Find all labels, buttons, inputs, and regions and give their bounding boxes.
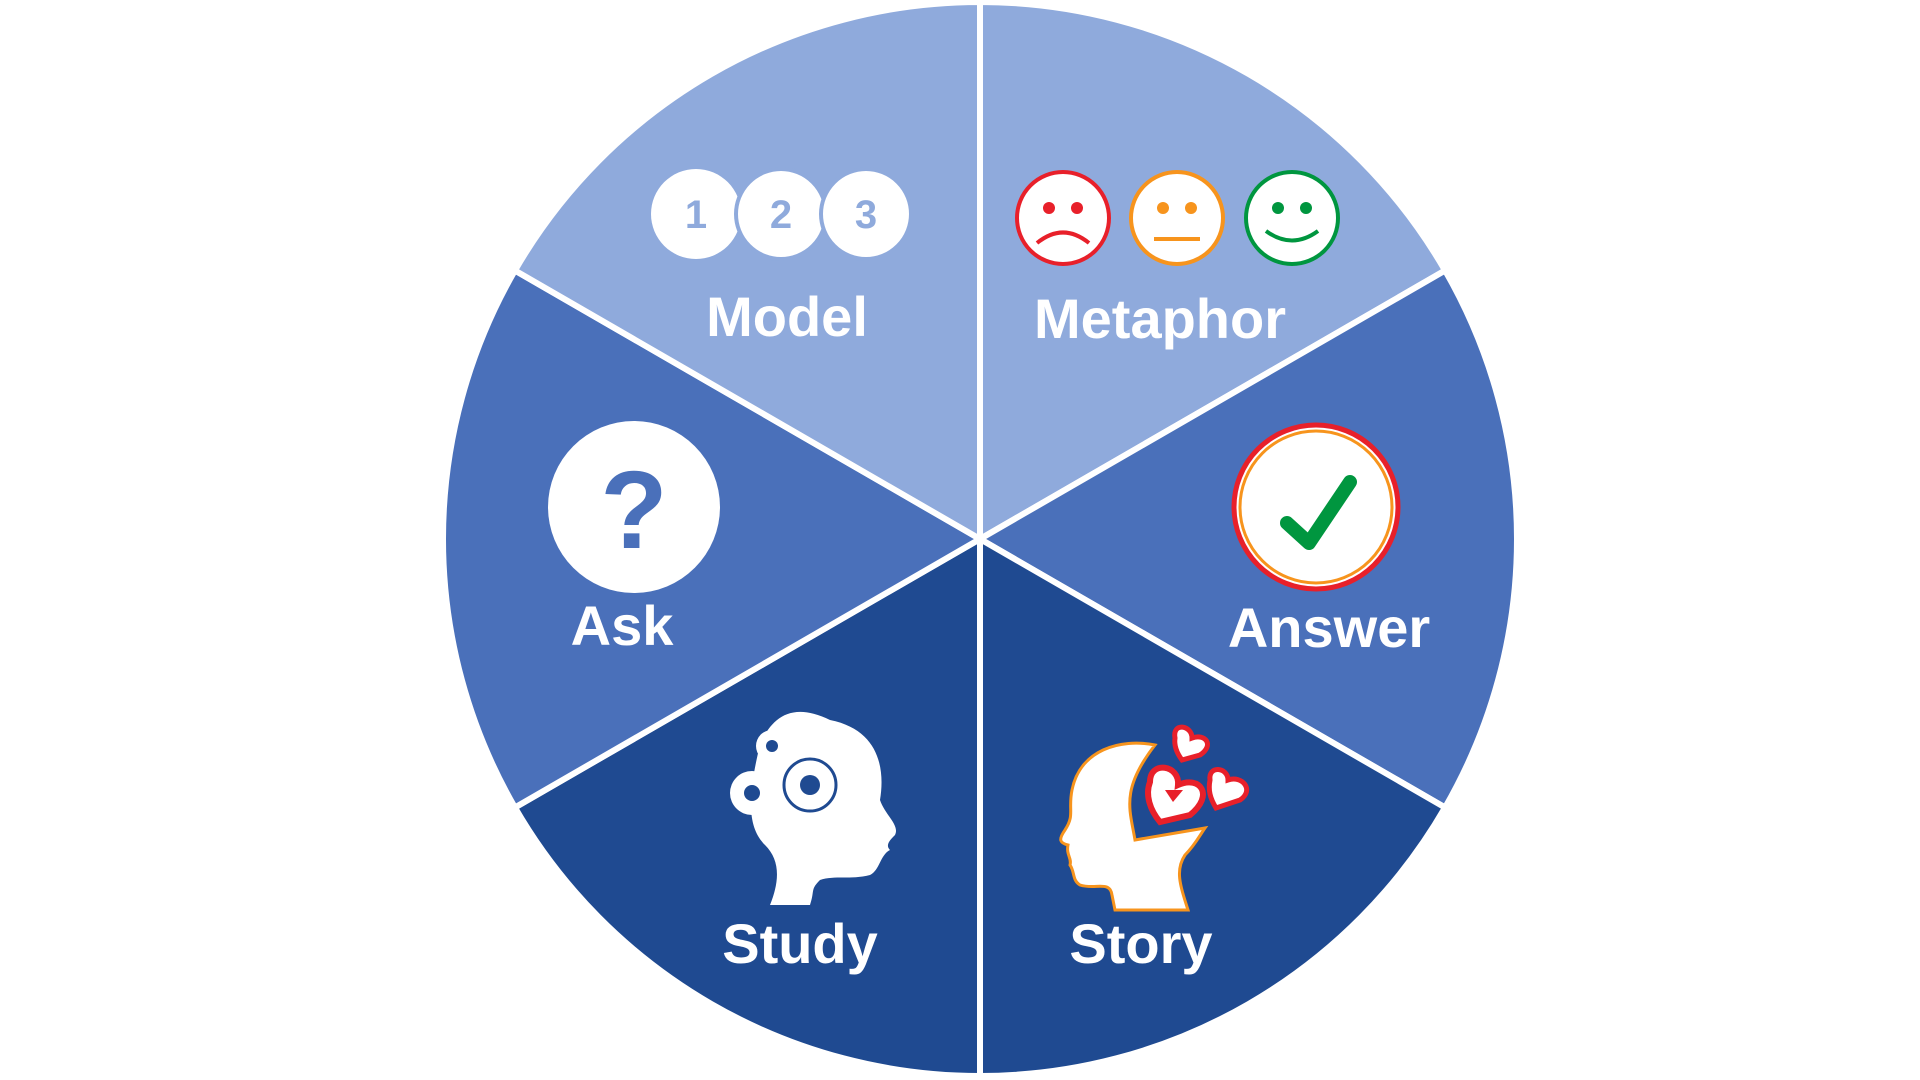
label-metaphor: Metaphor <box>1034 287 1286 350</box>
label-model: Model <box>706 285 868 348</box>
happy-face-icon <box>1244 170 1340 266</box>
model-number-3: 3 <box>855 193 877 237</box>
label-ask: Ask <box>571 594 675 657</box>
neutral-face-icon <box>1129 170 1225 266</box>
head-with-hearts-icon <box>1059 724 1249 912</box>
wedge-model <box>510 0 983 545</box>
head-with-gears-icon <box>730 711 897 905</box>
wedge-metaphor <box>977 0 1450 545</box>
question-mark-icon: ? <box>548 421 720 593</box>
label-study: Study <box>722 912 878 975</box>
checkmark-icon <box>1231 422 1401 592</box>
label-answer: Answer <box>1228 596 1430 659</box>
label-story: Story <box>1069 912 1212 975</box>
wedge-story <box>977 533 1450 1080</box>
model-icon: 1 2 3 <box>651 167 913 261</box>
model-number-1: 1 <box>685 193 707 237</box>
sad-face-icon <box>1015 170 1111 266</box>
model-number-2: 2 <box>770 193 792 237</box>
ask-symbol: ? <box>600 449 667 572</box>
